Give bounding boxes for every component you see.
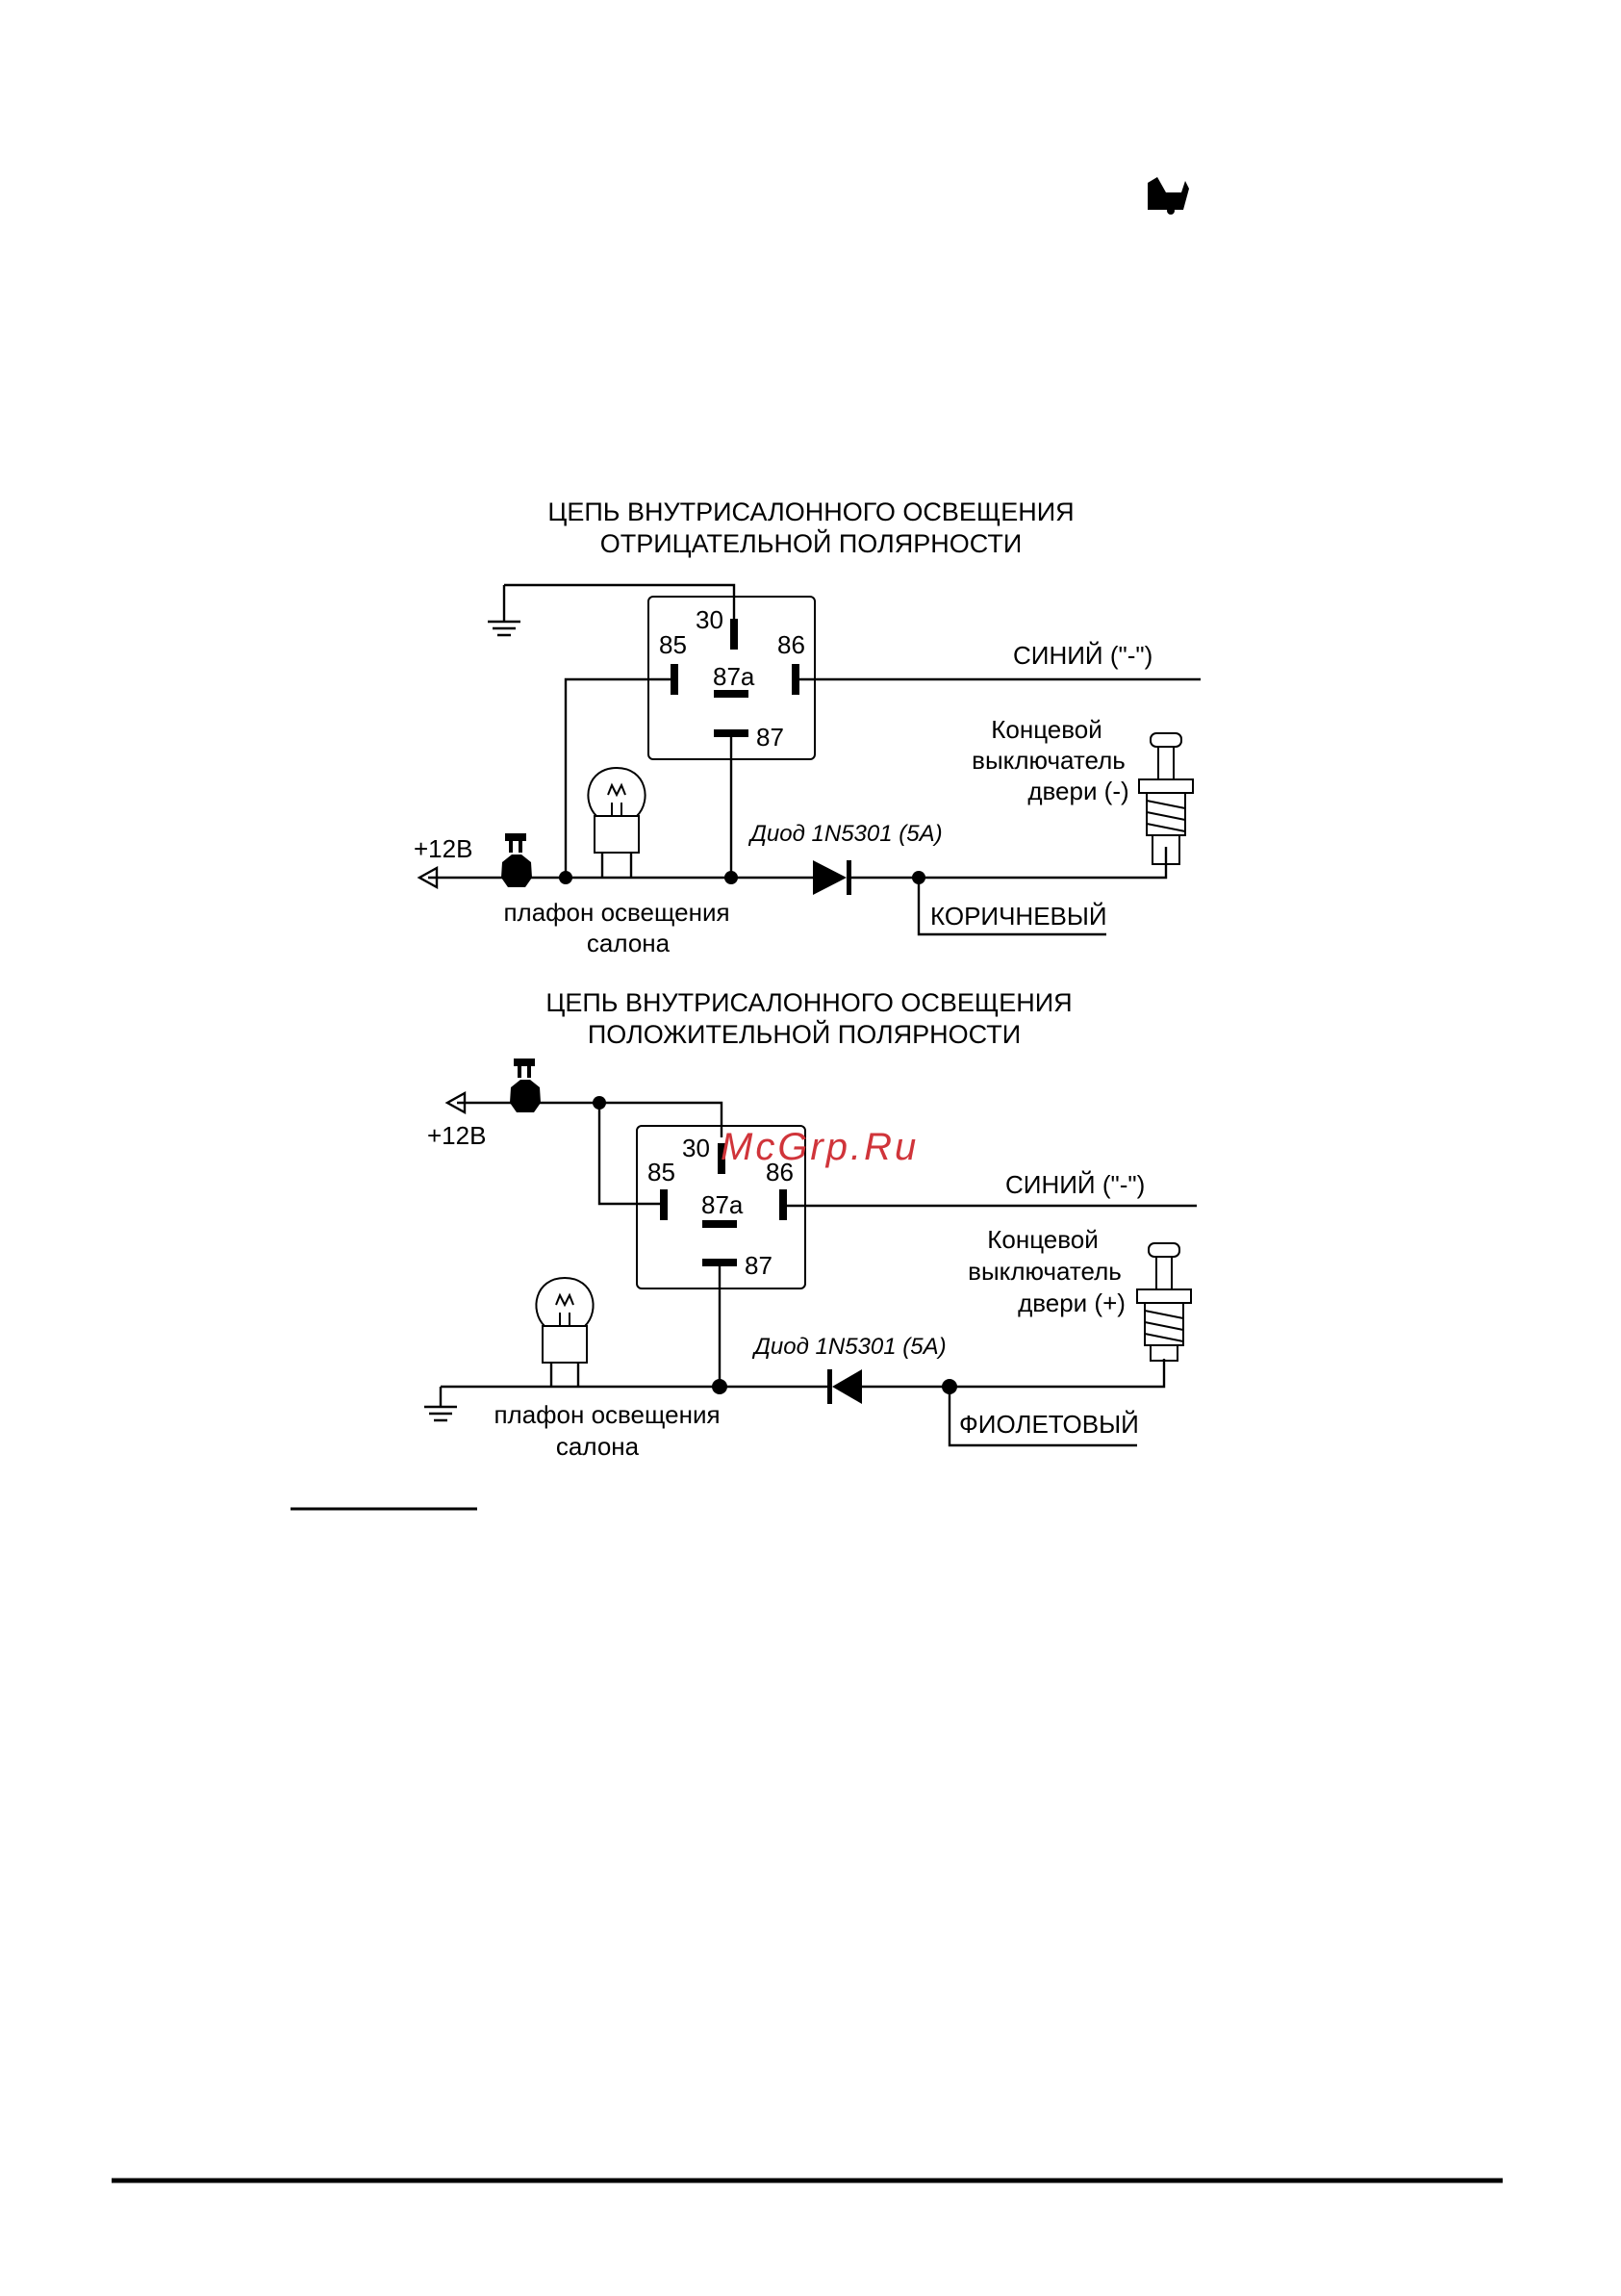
car-hood-icon [1148, 177, 1189, 215]
diagram-negative-polarity: ЦЕПЬ ВНУТРИСАЛОННОГО ОСВЕЩЕНИЯ ОТРИЦАТЕЛ… [414, 497, 1201, 957]
wire-brown-label: КОРИЧНЕВЫЙ [930, 902, 1107, 931]
fuse-icon [501, 833, 532, 887]
wire-blue-label: СИНИЙ ("-") [1013, 641, 1152, 670]
wire-main-right [849, 847, 1168, 880]
switch-label-line1: Концевой [987, 1225, 1099, 1254]
wire-power-to-pin30 [457, 1101, 723, 1137]
lamp-bulb-icon [535, 1276, 595, 1387]
switch-label-line3: двери (-) [1027, 777, 1128, 805]
pin-label-85: 85 [659, 630, 687, 659]
lamp-label-line1: плафон освещения [503, 898, 729, 927]
pin-label-86: 86 [766, 1158, 794, 1186]
diode-label: Диод 1N5301 (5А) [751, 1334, 947, 1360]
pin-label-87: 87 [745, 1251, 773, 1280]
lamp-bulb-icon [587, 766, 646, 878]
ground-symbol [488, 585, 520, 637]
lamp-label-line2: салона [556, 1432, 640, 1461]
power-label: +12В [414, 834, 472, 863]
switch-label-line3: двери (+) [1018, 1288, 1126, 1317]
junction-dot [724, 871, 738, 884]
relay-contact-85 [660, 1189, 668, 1220]
ground-symbol [424, 1387, 457, 1422]
diagram-title-line2: ОТРИЦАТЕЛЬНОЙ ПОЛЯРНОСТИ [600, 528, 1022, 558]
wire-violet [948, 1387, 1137, 1447]
lamp-label-line1: плафон освещения [494, 1400, 720, 1429]
relay-contact-87 [702, 1259, 737, 1266]
relay-contact-87 [714, 729, 748, 737]
power-arrow [417, 865, 439, 890]
wire-blue-label: СИНИЙ ("-") [1005, 1170, 1145, 1199]
lamp-label-line2: салона [587, 929, 671, 957]
switch-label-line1: Концевой [991, 715, 1102, 744]
switch-label-line2: выключатель [972, 746, 1126, 775]
relay-box [636, 1125, 806, 1289]
power-label: +12В [427, 1121, 486, 1150]
relay-contact-30 [730, 619, 738, 650]
switch-label-line2: выключатель [968, 1257, 1122, 1286]
junction-dot [559, 871, 572, 884]
pin-label-87a: 87a [713, 662, 755, 691]
relay-contact-87a [714, 690, 748, 698]
relay-contact-87a [702, 1220, 737, 1228]
door-switch-icon [1138, 732, 1194, 865]
pin-label-87: 87 [756, 723, 784, 752]
wire-pin85 [597, 1103, 662, 1206]
wire-brown [917, 878, 1106, 936]
pin-label-86: 86 [777, 630, 805, 659]
diagram-title-line1: ЦЕПЬ ВНУТРИСАЛОННОГО ОСВЕЩЕНИЯ [545, 988, 1072, 1017]
wire-main-right [862, 1359, 1166, 1389]
wire-violet-label: ФИОЛЕТОВЫЙ [959, 1410, 1139, 1439]
wire-ground-to-pin30 [504, 583, 736, 622]
pin-label-30: 30 [682, 1134, 710, 1162]
power-arrow [444, 1090, 467, 1115]
watermark-text: McGrp.Ru [721, 1126, 919, 1168]
pin-label-87a: 87a [701, 1190, 744, 1219]
diagram-title-line1: ЦЕПЬ ВНУТРИСАЛОННОГО ОСВЕЩЕНИЯ [547, 497, 1074, 526]
fuse-icon [510, 1059, 541, 1112]
diagram-title-line2: ПОЛОЖИТЕЛЬНОЙ ПОЛЯРНОСТИ [588, 1019, 1021, 1049]
diode-icon [827, 1369, 862, 1404]
door-switch-icon [1136, 1242, 1192, 1362]
diode-label: Диод 1N5301 (5А) [747, 821, 943, 847]
diagram-positive-polarity: ЦЕПЬ ВНУТРИСАЛОННОГО ОСВЕЩЕНИЯ ПОЛОЖИТЕЛ… [424, 988, 1197, 1461]
wire-pin85 [564, 677, 674, 878]
junction-dot [712, 1379, 727, 1394]
relay-contact-30 [718, 1143, 725, 1174]
diode-icon [813, 860, 851, 895]
pin-label-30: 30 [696, 605, 723, 634]
pin-label-85: 85 [647, 1158, 675, 1186]
